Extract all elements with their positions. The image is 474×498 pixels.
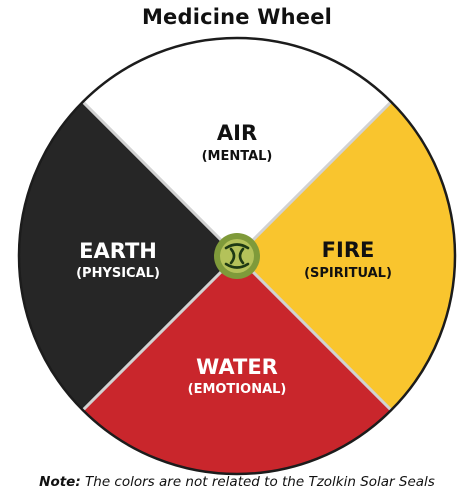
water-label: WATER bbox=[196, 355, 278, 379]
wheel-quadrants bbox=[19, 38, 455, 474]
air-aspect-label: (MENTAL) bbox=[202, 149, 273, 164]
footnote-label: Note: bbox=[39, 474, 81, 490]
footnote: Note: The colors are not related to the … bbox=[0, 474, 474, 490]
fire-aspect-label: (SPIRITUAL) bbox=[304, 266, 392, 281]
footnote-text: The colors are not related to the Tzolki… bbox=[85, 474, 435, 490]
wheel-rim bbox=[17, 36, 457, 476]
water-aspect-label: (EMOTIONAL) bbox=[188, 382, 287, 397]
seal-emblem-icon bbox=[214, 233, 260, 279]
fire-label: FIRE bbox=[322, 238, 375, 262]
earth-aspect-label: (PHYSICAL) bbox=[76, 266, 160, 281]
quadrant-water bbox=[19, 256, 455, 474]
page-title: Medicine Wheel bbox=[141, 5, 333, 29]
quadrant-earth bbox=[19, 38, 237, 474]
earth-label: EARTH bbox=[79, 239, 157, 263]
quadrant-fire bbox=[237, 38, 455, 474]
air-label: AIR bbox=[217, 121, 257, 145]
quadrant-air bbox=[19, 38, 455, 256]
